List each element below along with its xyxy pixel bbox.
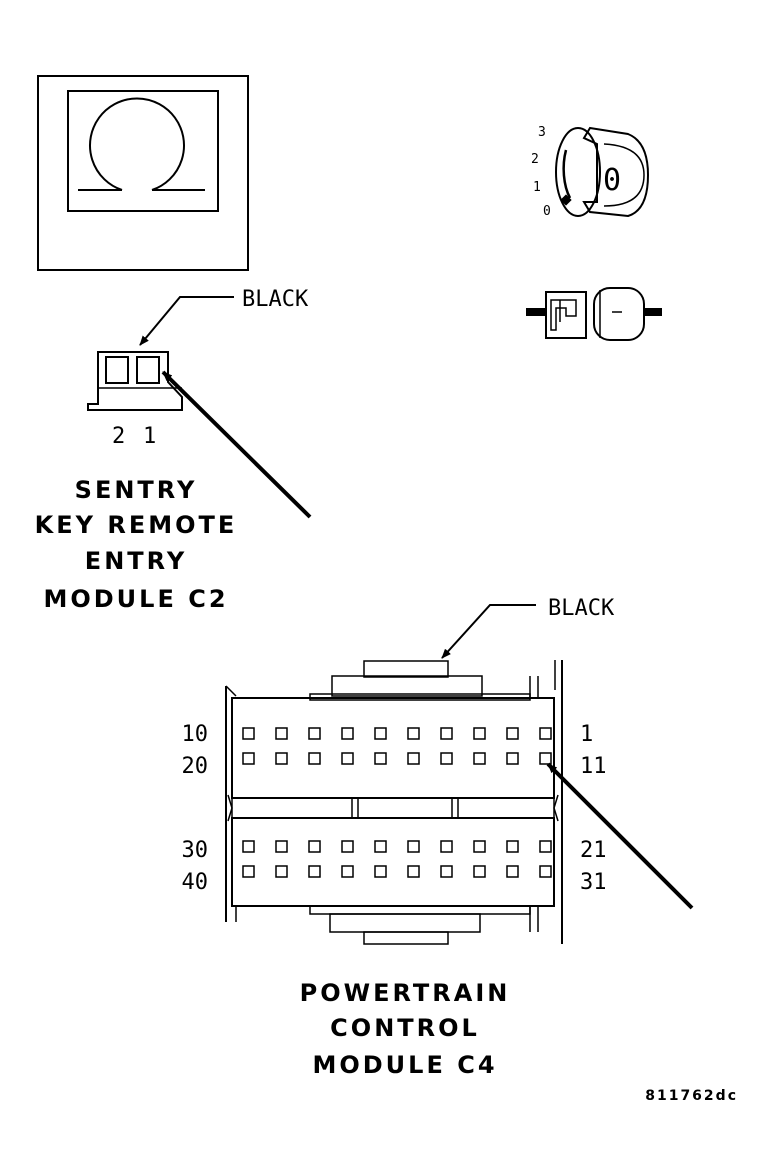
pcm-row-label-31: 31 bbox=[580, 870, 607, 895]
pcm-cavity-14 bbox=[440, 752, 453, 765]
pcm-cavity-39 bbox=[275, 865, 288, 878]
pcm-pin-11-arrow bbox=[546, 762, 694, 910]
pcm-title-line-3: MODULE C4 bbox=[312, 1051, 497, 1079]
pcm-cavity-18 bbox=[308, 752, 321, 765]
pcm-cavity-32 bbox=[506, 865, 519, 878]
ignition-position-0: 0 bbox=[543, 204, 551, 219]
pcm-cavity-29 bbox=[275, 840, 288, 853]
pcm-cavity-28 bbox=[308, 840, 321, 853]
ignition-position-3: 3 bbox=[538, 125, 546, 140]
pcm-cavity-34 bbox=[440, 865, 453, 878]
pcm-cavity-6 bbox=[374, 727, 387, 740]
pcm-color-label: BLACK bbox=[548, 596, 615, 621]
ignition-position-2: 2 bbox=[531, 152, 539, 167]
pcm-cavity-37 bbox=[341, 865, 354, 878]
pcm-cavity-26 bbox=[374, 840, 387, 853]
pcm-cavity-9 bbox=[275, 727, 288, 740]
pcm-title-line-1: POWERTRAIN bbox=[300, 979, 511, 1007]
pcm-row-label-20: 20 bbox=[182, 754, 209, 779]
ohm-icon bbox=[37, 75, 249, 271]
pcm-cavity-38 bbox=[308, 865, 321, 878]
pcm-cavity-3 bbox=[473, 727, 486, 740]
skrem-title-line-4: MODULE C2 bbox=[43, 585, 228, 613]
pcm-cavity-36 bbox=[374, 865, 387, 878]
skrem-title-line-3: ENTRY bbox=[85, 547, 187, 575]
pcm-cavity-15 bbox=[407, 752, 420, 765]
pcm-cavity-24 bbox=[440, 840, 453, 853]
skrem-pin-1-arrow bbox=[161, 370, 312, 519]
pcm-cavity-27 bbox=[341, 840, 354, 853]
ignition-key-icon: 3 2 1 0 0 bbox=[531, 125, 650, 219]
pcm-cavity-16 bbox=[374, 752, 387, 765]
skrem-color-label: BLACK bbox=[242, 287, 309, 312]
pcm-cavity-2 bbox=[506, 727, 519, 740]
pcm-cavity-25 bbox=[407, 840, 420, 853]
pcm-cavity-1 bbox=[539, 727, 552, 740]
figure-id: 811762dc bbox=[645, 1088, 738, 1104]
pcm-cavity-19 bbox=[275, 752, 288, 765]
pcm-cavity-23 bbox=[473, 840, 486, 853]
pcm-cavity-30 bbox=[242, 840, 255, 853]
skrem-color-callout bbox=[139, 296, 234, 346]
pcm-cavity-10 bbox=[242, 727, 255, 740]
pcm-cavity-33 bbox=[473, 865, 486, 878]
connector-disconnect-icon bbox=[526, 287, 662, 341]
ignition-key-label: 0 bbox=[603, 163, 621, 198]
skrem-pin-1: 1 bbox=[143, 424, 156, 449]
pcm-cavity-20 bbox=[242, 752, 255, 765]
pcm-row-label-30: 30 bbox=[182, 838, 209, 863]
pcm-cavity-13 bbox=[473, 752, 486, 765]
pcm-cavity-21 bbox=[539, 840, 552, 853]
pcm-row-label-40: 40 bbox=[182, 870, 209, 895]
pcm-row-label-1: 1 bbox=[580, 722, 593, 747]
skrem-pin-2: 2 bbox=[112, 424, 125, 449]
pcm-row-label-11: 11 bbox=[580, 754, 607, 779]
pcm-connector: BLACK 10 20 30 40 bbox=[182, 596, 694, 1079]
pcm-cavity-4 bbox=[440, 727, 453, 740]
skrem-connector: BLACK 2 1 SENTRY KEY REMOTE ENTRY MODULE… bbox=[35, 287, 312, 613]
pcm-cavity-11 bbox=[539, 752, 552, 765]
pcm-cavity-22 bbox=[506, 840, 519, 853]
pcm-row-label-10: 10 bbox=[182, 722, 209, 747]
pcm-color-callout bbox=[441, 604, 536, 659]
pcm-cavity-7 bbox=[341, 727, 354, 740]
skrem-cavity-1 bbox=[136, 356, 160, 384]
pcm-row-label-21: 21 bbox=[580, 838, 607, 863]
pcm-cavity-12 bbox=[506, 752, 519, 765]
pcm-cavity-8 bbox=[308, 727, 321, 740]
pcm-cavity-35 bbox=[407, 865, 420, 878]
ignition-position-1: 1 bbox=[533, 180, 541, 195]
pcm-cavity-31 bbox=[539, 865, 552, 878]
skrem-cavity-2 bbox=[105, 356, 129, 384]
pcm-title-line-2: CONTROL bbox=[330, 1014, 480, 1042]
skrem-title-line-1: SENTRY bbox=[75, 476, 198, 504]
skrem-title-line-2: KEY REMOTE bbox=[35, 511, 238, 539]
pcm-cavity-17 bbox=[341, 752, 354, 765]
pcm-cavity-40 bbox=[242, 865, 255, 878]
pcm-cavity-5 bbox=[407, 727, 420, 740]
pcm-cavity-grid bbox=[242, 727, 552, 878]
